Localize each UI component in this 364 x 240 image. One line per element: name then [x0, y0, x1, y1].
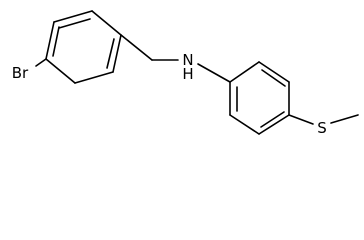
ring1-inner-double-bond-left: [52, 26, 60, 57]
bond-nitrogen-to-ring: [197, 63, 231, 83]
bond-sulfur-to-methyl: [330, 114, 359, 124]
bromophenyl-ring: [45, 10, 122, 84]
ring2-inner-double-bond-bottom: [260, 111, 285, 128]
bond-ring-to-methylene: [120, 34, 153, 61]
ring1-bond-lower-left: [45, 58, 76, 84]
ring1-inner-double-bond-right: [106, 38, 115, 69]
amine-nitrogen-label: N: [182, 51, 193, 69]
thioanisole-ring: [229, 61, 290, 135]
ring2-bond-lower-right: [258, 114, 290, 135]
ring1-bond-right: [112, 34, 122, 73]
bond-ring-to-bromine: [35, 58, 47, 67]
ring2-bond-upper-right: [258, 61, 290, 83]
ring2-bond-lower-left: [229, 114, 260, 135]
molecule-structure-diagram: Br N H N H S: [12, 10, 359, 137]
sulfur-atom-label: S: [317, 119, 327, 137]
ring1-bond-upper-right: [91, 10, 122, 36]
amine-hydrogen-label: H: [182, 65, 193, 83]
ring2-bond-upper-left: [229, 61, 260, 83]
ring1-bond-left: [45, 21, 55, 60]
ring2-inner-double-bond-top: [261, 69, 286, 87]
ring1-bond-top: [53, 10, 93, 23]
bond-ring-to-sulfur: [288, 114, 314, 125]
ring1-inner-double-bond-top: [58, 18, 91, 29]
bromine-atom-label: Br: [12, 64, 29, 82]
ring1-bond-lower-right: [74, 71, 114, 84]
